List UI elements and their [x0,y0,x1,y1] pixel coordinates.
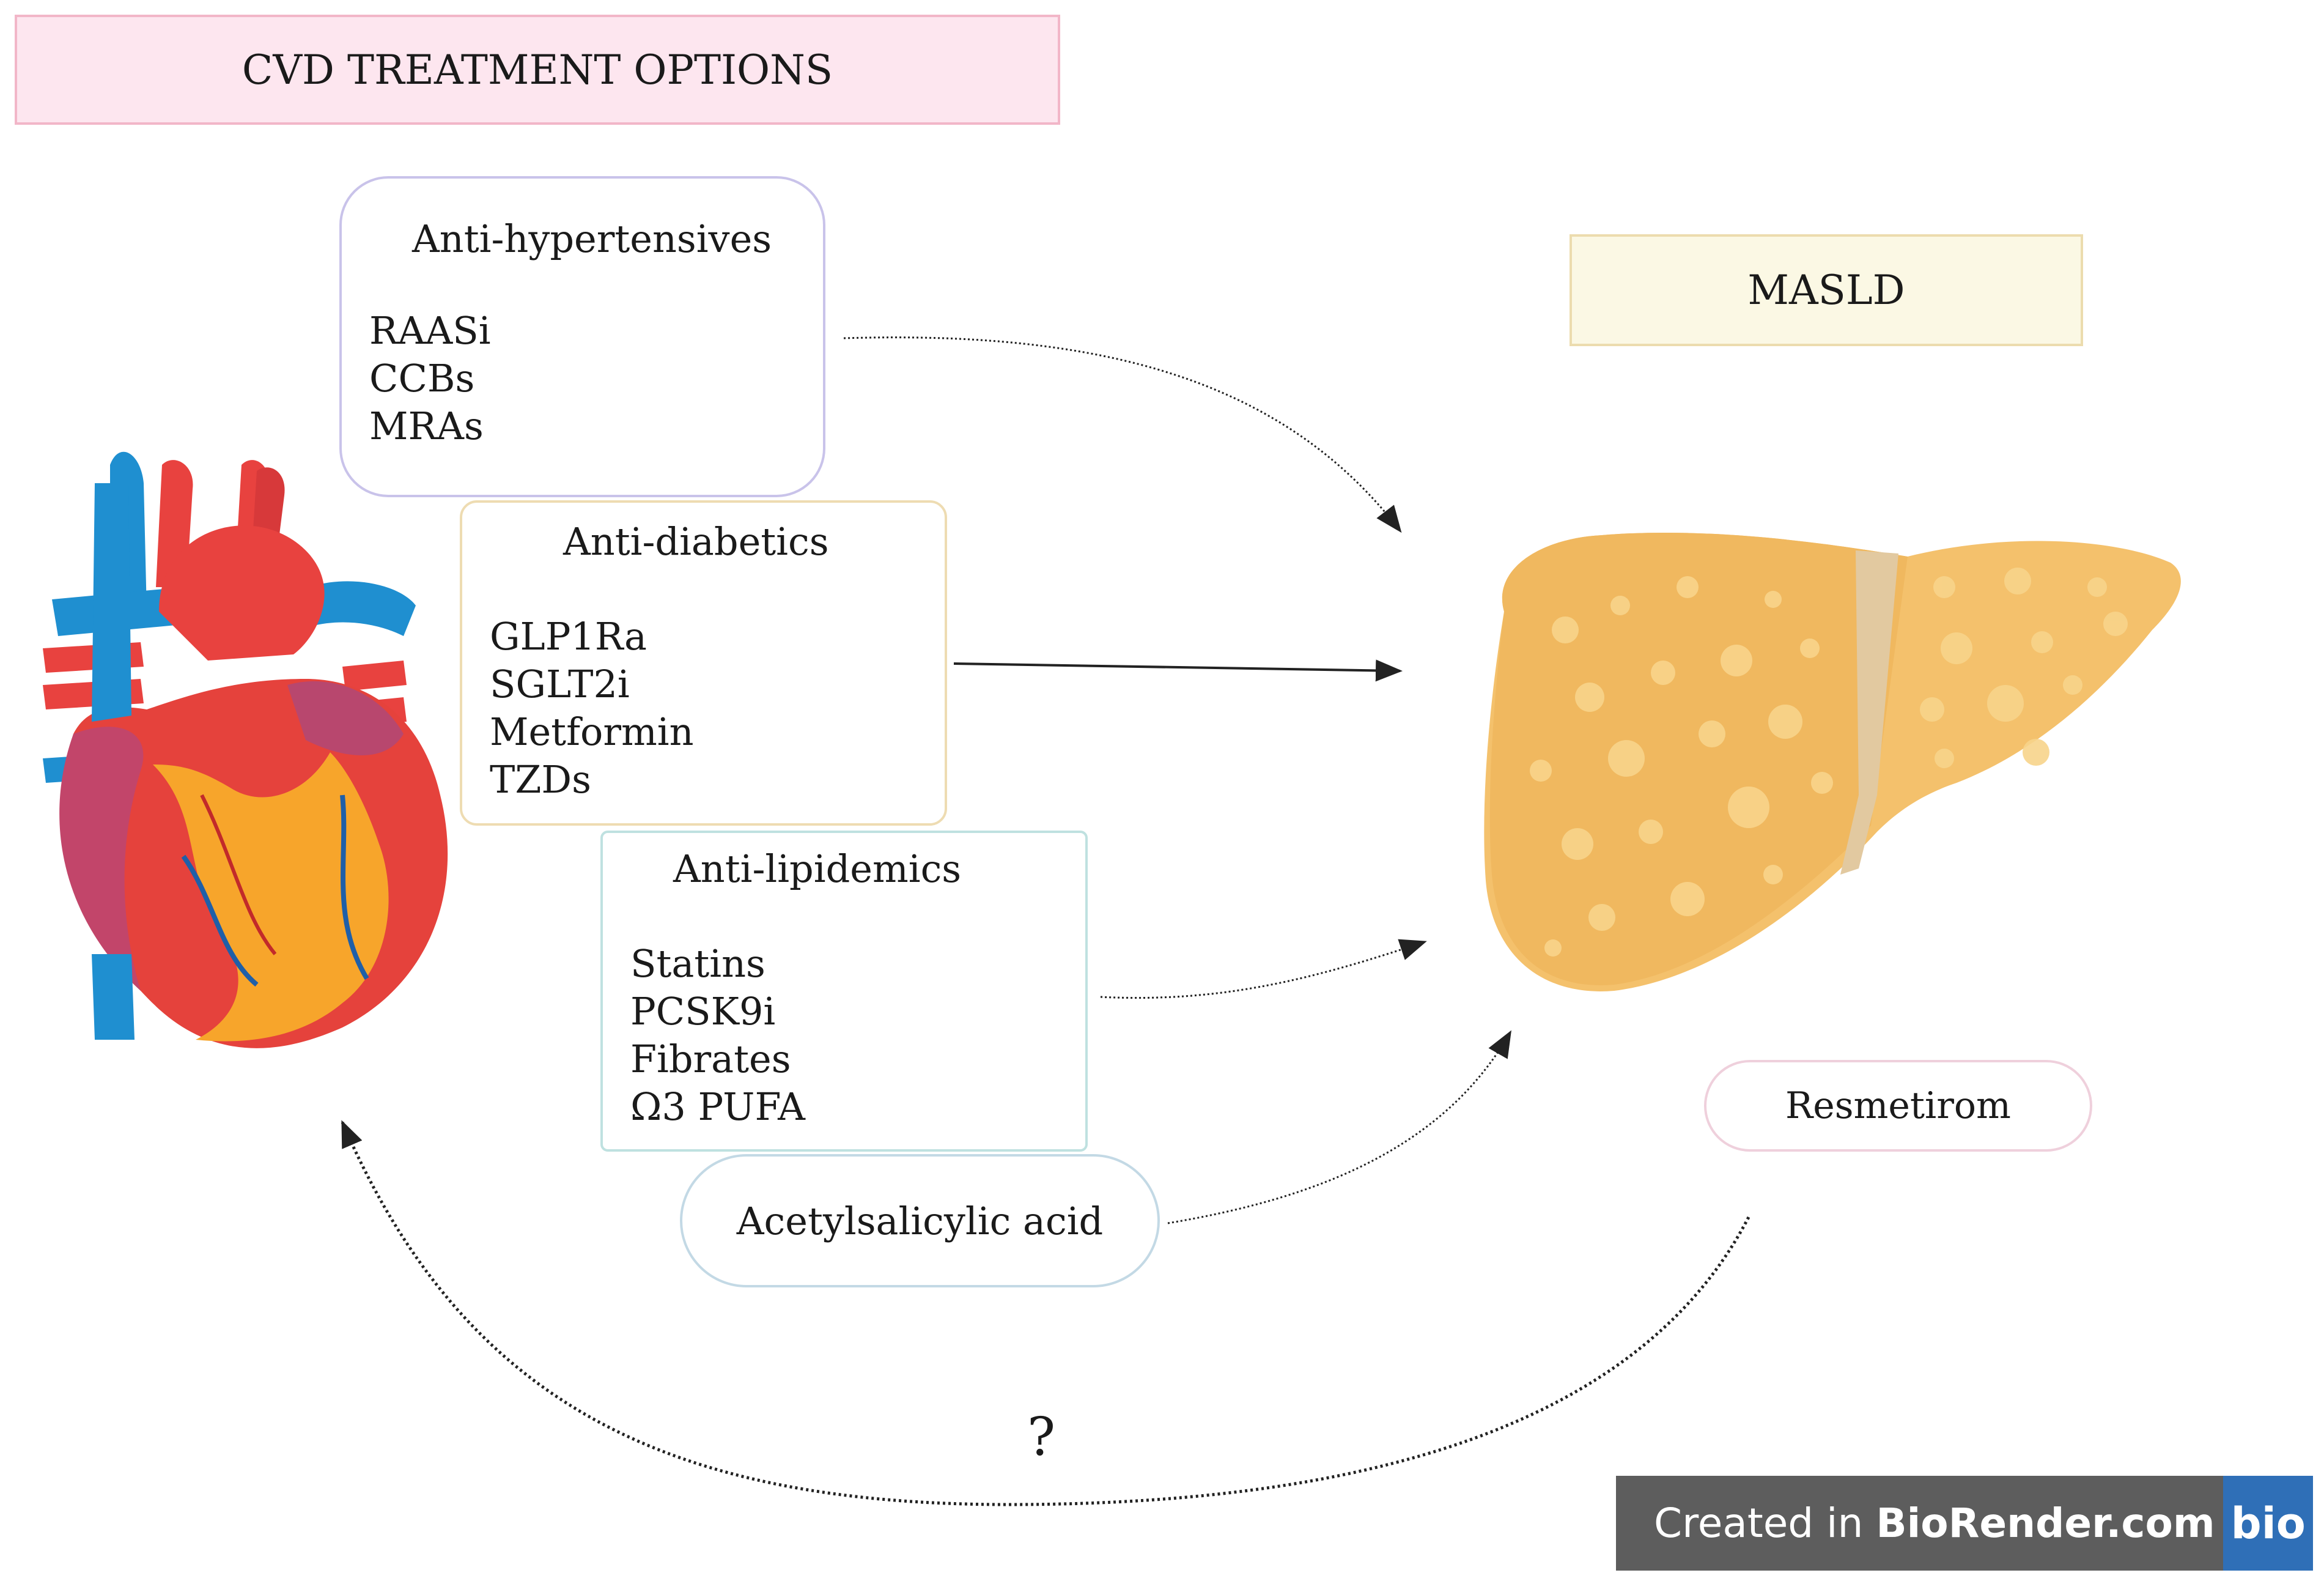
biorender-badge: Created in BioRender.com bio [1616,1476,2313,1571]
arrow-antilipidemics-to-masld [1100,939,1427,999]
drug-item: Statins [630,941,765,986]
group-header: Anti-diabetics [563,519,829,564]
drug-item: Ω3 PUFA [630,1084,805,1129]
arrows [341,336,1750,1506]
acetylsalicylic-acid-box: Acetylsalicylic acid [680,1154,1160,1287]
arrow-antidiabetics-to-masld [953,659,1403,682]
drug-item: TZDs [490,757,591,802]
drug-item: Fibrates [630,1037,791,1081]
heart-icon [43,451,448,1048]
question-mark: ? [1027,1407,1056,1468]
drug-item: CCBs [369,356,475,401]
liver-icon [1484,532,2181,991]
diagram-title: CVD TREATMENT OPTIONS [15,15,1060,125]
antilipidemics-box: Anti-lipidemics Statins PCSK9i Fibrates … [600,831,1088,1152]
antihypertensives-box: Anti-hypertensives RAASi CCBs MRAs [339,176,825,497]
resmetirom-box: Resmetirom [1704,1060,2092,1152]
drug-item: PCSK9i [630,989,776,1034]
drug-item: MRAs [369,404,484,448]
arrow-asa-to-masld [1167,1030,1511,1224]
drug-item: SGLT2i [490,662,630,706]
arrow-antihypertensives-to-masld [843,336,1402,533]
antidiabetics-box: Anti-diabetics GLP1Ra SGLT2i Metformin T… [460,500,947,826]
biorender-logo-icon: bio [2223,1476,2313,1571]
drug-item: RAASi [369,308,491,353]
masld-label: MASLD [1570,234,2083,346]
group-header: Anti-lipidemics [673,846,962,891]
group-header: Anti-hypertensives [412,217,772,261]
drug-item: GLP1Ra [490,614,647,659]
badge-prefix: Created in [1654,1500,1876,1547]
badge-text: Created in BioRender.com [1616,1500,2223,1547]
drug-item: Metformin [490,709,694,754]
badge-brand: BioRender.com [1876,1500,2215,1547]
